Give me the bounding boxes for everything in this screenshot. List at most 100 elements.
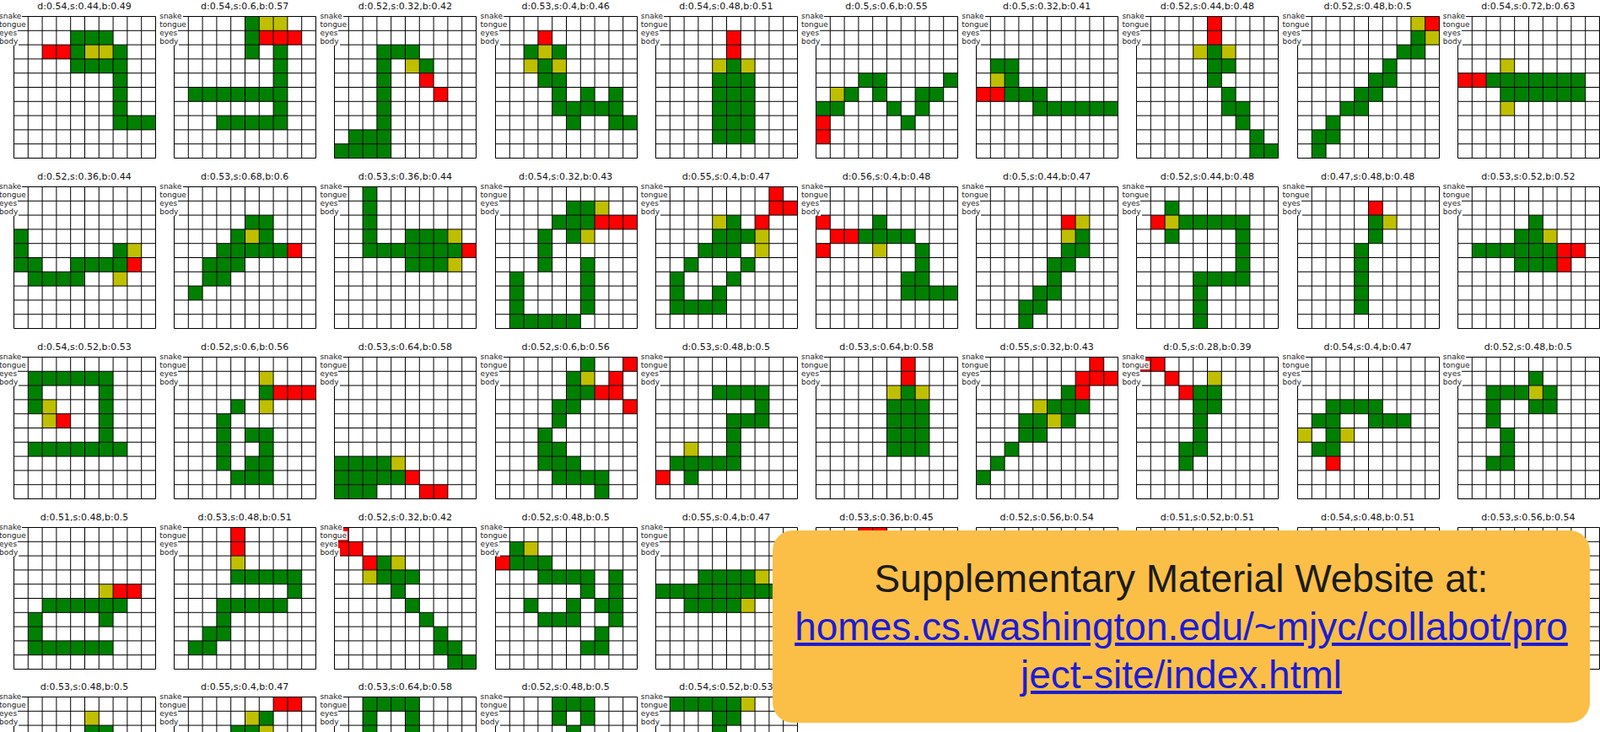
grid-cell — [711, 725, 727, 732]
grid-line — [1136, 129, 1279, 131]
grid-line — [1089, 187, 1091, 329]
grid-cell — [1222, 87, 1237, 103]
grid-line — [348, 697, 350, 732]
grid-cell — [287, 697, 302, 712]
grid-line — [816, 144, 959, 146]
legend-label: body — [319, 207, 340, 216]
legend-label: snake — [641, 522, 664, 532]
legend-label: body — [0, 377, 19, 387]
grid-cell — [929, 87, 944, 103]
grid-line — [14, 455, 157, 457]
grid-cell — [1424, 16, 1439, 32]
grid-cell — [684, 583, 699, 598]
grid-line — [27, 697, 29, 732]
legend-label: tongue — [641, 360, 669, 370]
snake-panel: d:0.56,s:0.4,b:0.48snaketongueeyesbody — [815, 186, 958, 329]
grid-cell — [1513, 243, 1529, 259]
grid-cell — [391, 243, 406, 259]
snake-panel: d:0.55,s:0.32,b:0.43snaketongueeyesbody — [975, 356, 1118, 499]
grid-line — [174, 455, 317, 457]
grid-cell — [1382, 59, 1397, 74]
grid-line — [495, 257, 637, 259]
grid-line — [915, 16, 916, 159]
grid-cell — [565, 200, 581, 216]
grid-cell — [523, 555, 539, 571]
grid-line — [1136, 144, 1279, 146]
grid-illustration — [655, 16, 798, 159]
grid-cell — [27, 371, 43, 386]
grid-line — [301, 527, 302, 669]
grid-line — [655, 484, 798, 485]
grid-cell — [391, 44, 406, 60]
grid-line — [816, 455, 959, 457]
grid-cell — [726, 73, 741, 88]
grid-line — [419, 527, 421, 669]
grid-cell — [608, 385, 623, 400]
snake-panel: d:0.52,s:0.44,b:0.48snaketongueeyesbody — [1136, 16, 1278, 158]
grid-cell — [1075, 229, 1090, 244]
grid-line — [565, 697, 567, 732]
grid-line — [636, 697, 638, 732]
grid-cell — [1207, 59, 1223, 74]
grid-cell — [565, 371, 581, 386]
grid-line — [655, 129, 798, 131]
grid-cell — [698, 456, 713, 471]
grid-cell — [1297, 427, 1312, 442]
grid-cell — [726, 413, 741, 428]
grid-line — [447, 187, 449, 329]
grid-cell — [362, 456, 378, 471]
grid-cell — [273, 73, 288, 88]
grid-cell — [1325, 456, 1341, 471]
legend-label: tongue — [0, 360, 27, 370]
grid-cell — [537, 73, 552, 88]
legend-label: eyes — [1443, 199, 1462, 208]
grid-cell — [27, 271, 43, 286]
grid-line — [174, 328, 317, 329]
grid-line — [593, 527, 595, 669]
grid-cell — [273, 16, 288, 32]
grid-cell — [231, 527, 246, 542]
grid-cell — [258, 569, 274, 584]
grid-line — [174, 498, 317, 500]
legend-label: body — [480, 377, 501, 387]
grid-line — [1457, 469, 1600, 471]
grid-cell — [523, 44, 539, 60]
grid-line — [976, 469, 1119, 471]
grid-cell — [580, 102, 595, 117]
legend-label: eyes — [641, 369, 660, 378]
legend-label: eyes — [480, 199, 500, 208]
grid-cell — [726, 31, 741, 46]
panel-legend: snaketongueeyesbody — [641, 11, 669, 46]
grid-cell — [1235, 215, 1250, 230]
grid-cell — [537, 229, 552, 244]
grid-cell — [900, 441, 916, 457]
grid-cell — [405, 44, 421, 60]
grid-line — [622, 187, 624, 329]
grid-cell — [1311, 441, 1326, 457]
grid-cell — [740, 597, 755, 613]
grid-cell — [608, 612, 623, 627]
grid-line — [816, 86, 959, 88]
grid-cell — [1353, 285, 1369, 301]
grid-cell — [231, 597, 246, 613]
legend-label: snake — [319, 522, 343, 532]
grid-cell — [887, 385, 902, 400]
grid-line — [976, 328, 1119, 329]
grid-cell — [740, 73, 755, 88]
grid-cell — [1193, 314, 1208, 329]
grid-cell — [816, 215, 831, 230]
grid-line — [622, 527, 624, 669]
grid-cell — [726, 115, 741, 130]
grid-line — [174, 484, 317, 485]
grid-cell — [711, 711, 727, 726]
panel-legend: snaketongueeyesbody — [801, 182, 830, 216]
grid-cell — [1368, 87, 1383, 103]
grid-line — [768, 16, 770, 159]
grid-line — [976, 313, 1119, 315]
grid-cell — [990, 73, 1005, 88]
grid-cell — [216, 441, 232, 457]
grid-cell — [1222, 59, 1237, 74]
grid-line — [1136, 271, 1279, 273]
grid-line — [495, 299, 637, 301]
grid-cell — [915, 258, 930, 273]
